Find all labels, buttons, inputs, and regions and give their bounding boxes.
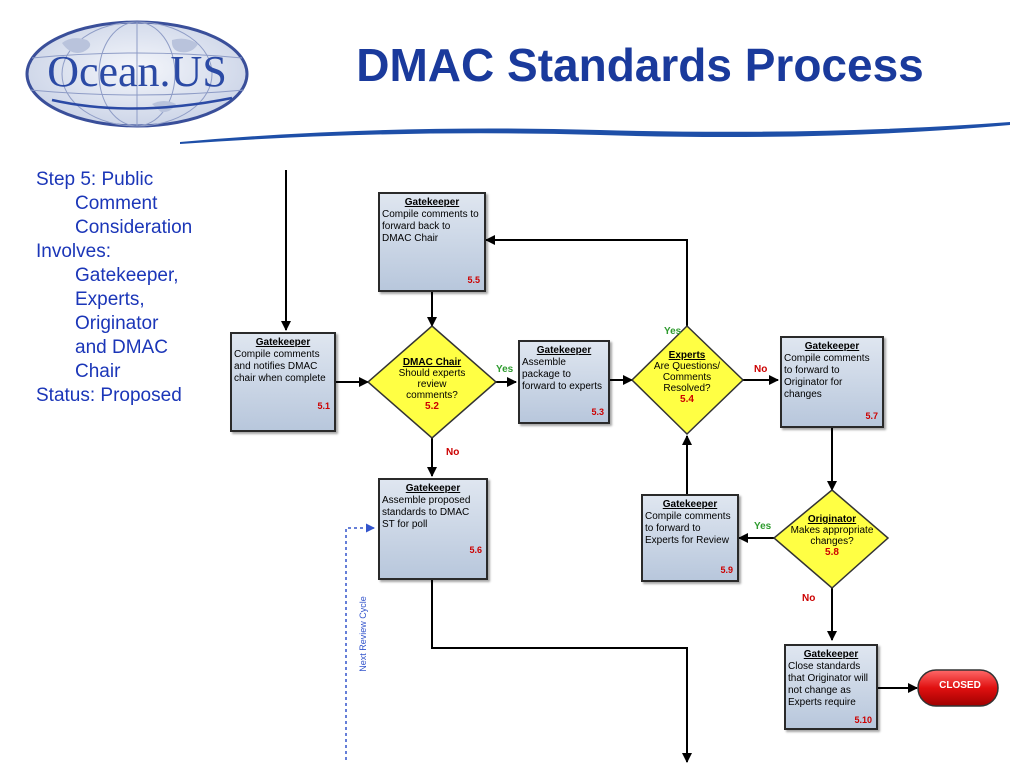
process-5-3-id: 5.3: [591, 407, 604, 417]
decision-5-2-role: DMAC Chair: [402, 357, 462, 368]
process-5-9-id: 5.9: [720, 565, 733, 575]
involves-line-4: and DMAC: [75, 337, 168, 358]
process-5-10-text: Close standards that Originator will not…: [788, 661, 869, 708]
process-5-3-text: Assemble package to forward to experts: [522, 357, 603, 392]
decision-5-4-shape: [630, 324, 745, 436]
involves-label: Involves:: [36, 241, 111, 262]
process-5-1-role: Gatekeeper: [255, 337, 311, 348]
process-5-7-role: Gatekeeper: [804, 341, 860, 352]
closed-terminator-shape: [917, 669, 999, 707]
process-5-6-role: Gatekeeper: [405, 483, 461, 494]
process-5-9-text: Compile comments to forward to Experts f…: [645, 511, 731, 546]
involves-line-3: Originator: [75, 313, 159, 334]
process-5-10: Gatekeeper Close standards that Originat…: [784, 644, 878, 730]
process-5-6: Gatekeeper Assemble proposed standards t…: [378, 478, 488, 580]
process-5-7: Gatekeeper Compile comments to forward t…: [780, 336, 884, 428]
process-5-1-text: Compile comments and notifies DMAC chair…: [234, 349, 326, 384]
step-line-1: Step 5: Public: [36, 169, 154, 190]
process-5-3: Gatekeeper Assemble package to forward t…: [518, 340, 610, 424]
process-5-5-role: Gatekeeper: [404, 197, 460, 208]
process-5-7-text: Compile comments to forward to Originato…: [784, 353, 870, 400]
process-5-10-role: Gatekeeper: [803, 649, 859, 660]
process-5-10-id: 5.10: [854, 715, 872, 725]
process-5-5-id: 5.5: [467, 275, 480, 285]
decision-5-2-id: 5.2: [425, 401, 439, 412]
ocean-us-logo: Ocean.US: [25, 20, 249, 128]
process-5-9-role: Gatekeeper: [662, 499, 718, 510]
decision-5-2-text: Should experts review comments?: [398, 368, 466, 401]
involves-line-2: Experts,: [75, 289, 145, 310]
process-5-1: Gatekeeper Compile comments and notifies…: [230, 332, 336, 432]
process-5-7-id: 5.7: [865, 411, 878, 421]
involves-line-1: Gatekeeper,: [75, 265, 179, 286]
sidebar-notes: Step 5: Public Comment Consideration Inv…: [36, 168, 226, 408]
decision-5-8-shape: [772, 489, 890, 589]
edge-label-yes-5-4: Yes: [664, 326, 682, 337]
decision-5-2-shape: [366, 325, 498, 439]
process-5-1-id: 5.1: [317, 401, 330, 411]
step-line-2: Comment: [75, 193, 158, 214]
edge-5-6-down: [431, 580, 692, 763]
next-review-cycle-label: Next Review Cycle: [358, 596, 368, 672]
edge-5-4-to-5-5: [485, 235, 688, 326]
edge-label-yes-5-8: Yes: [754, 521, 772, 532]
edge-label-no-5-8: No: [802, 593, 816, 604]
involves-line-5: Chair: [75, 361, 121, 382]
decision-5-8-text: Makes appropriate changes?: [790, 525, 874, 547]
edge-label-no-5-4: No: [754, 364, 768, 375]
process-5-9: Gatekeeper Compile comments to forward t…: [641, 494, 739, 582]
process-5-3-role: Gatekeeper: [536, 345, 592, 356]
edge-label-no-5-2: No: [446, 447, 460, 458]
decision-5-4-id: 5.4: [680, 394, 694, 405]
edge-label-yes-5-2: Yes: [496, 364, 514, 375]
header-swoosh: [180, 122, 1010, 144]
decision-5-8: Originator Makes appropriate changes? 5.…: [786, 514, 878, 558]
process-5-6-id: 5.6: [469, 545, 482, 555]
closed-terminator: CLOSED: [939, 680, 981, 691]
logo-text: Ocean.US: [47, 47, 227, 96]
decision-5-2: DMAC Chair Should experts review comment…: [392, 357, 472, 412]
decision-5-4: Experts Are Questions/ Comments Resolved…: [650, 350, 724, 405]
status-text: Status: Proposed: [36, 385, 182, 406]
page-title: DMAC Standards Process: [356, 39, 924, 91]
process-5-5-text: Compile comments to forward back to DMAC…: [382, 209, 479, 244]
decision-5-8-id: 5.8: [825, 547, 839, 558]
process-5-5: Gatekeeper Compile comments to forward b…: [378, 192, 486, 292]
decision-5-4-text: Are Questions/ Comments Resolved?: [653, 361, 721, 394]
step-line-3: Consideration: [75, 217, 193, 238]
process-5-6-text: Assemble proposed standards to DMAC ST f…: [382, 495, 471, 530]
decision-5-4-role: Experts: [668, 350, 706, 361]
decision-5-8-role: Originator: [807, 514, 857, 525]
